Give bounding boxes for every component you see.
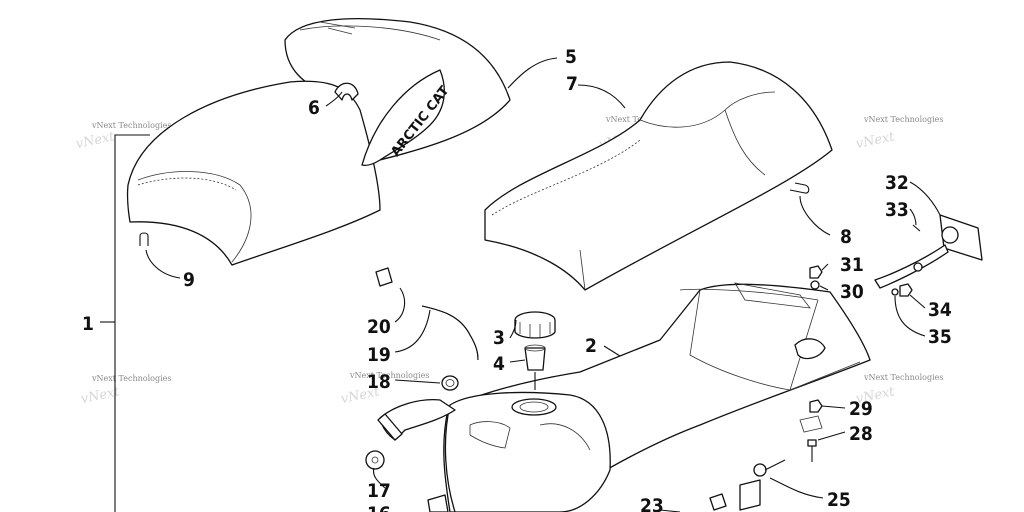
callout-31: 31 [840, 254, 864, 276]
callout-4: 4 [493, 353, 505, 375]
callout-23: 23 [640, 495, 664, 512]
callout-34: 34 [928, 299, 952, 321]
seat-assembly-left: ARCTIC CAT [126, 18, 511, 266]
callout-19: 19 [367, 344, 391, 366]
watermark: vNext Technologies [863, 373, 943, 382]
callout-8: 8 [840, 226, 852, 248]
seat-cover [484, 61, 833, 291]
callout-18: 18 [367, 371, 391, 393]
callouts: 1 2 3 4 5 6 7 8 9 17 18 19 20 23 25 28 2… [82, 46, 952, 512]
watermark: vNext Technologies [863, 115, 943, 124]
callout-29: 29 [849, 398, 873, 420]
callout-33: 33 [885, 199, 909, 221]
callout-28: 28 [849, 423, 873, 445]
callout-25: 25 [827, 489, 851, 511]
callout-17: 17 [367, 480, 391, 502]
callout-7: 7 [566, 73, 578, 95]
callout-9: 9 [183, 269, 195, 291]
seat-base [377, 282, 871, 512]
callout-30: 30 [840, 281, 864, 303]
watermark: vNext Technologies [91, 374, 171, 383]
callout-1: 1 [82, 313, 94, 335]
svg-text:vNext: vNext [855, 129, 897, 152]
callout-3: 3 [493, 327, 505, 349]
watermark: vNext Technologies [91, 121, 171, 130]
callout-16: 16 [367, 503, 391, 512]
hardware [365, 214, 983, 512]
callout-35: 35 [928, 326, 952, 348]
callout-20: 20 [367, 316, 391, 338]
callout-32: 32 [885, 172, 909, 194]
leader-lines [100, 57, 941, 512]
watermark: vNext Technologies [349, 371, 429, 380]
svg-text:vNext: vNext [75, 129, 117, 152]
callout-2: 2 [585, 335, 597, 357]
callout-5: 5 [565, 46, 577, 68]
callout-6: 6 [308, 97, 320, 119]
